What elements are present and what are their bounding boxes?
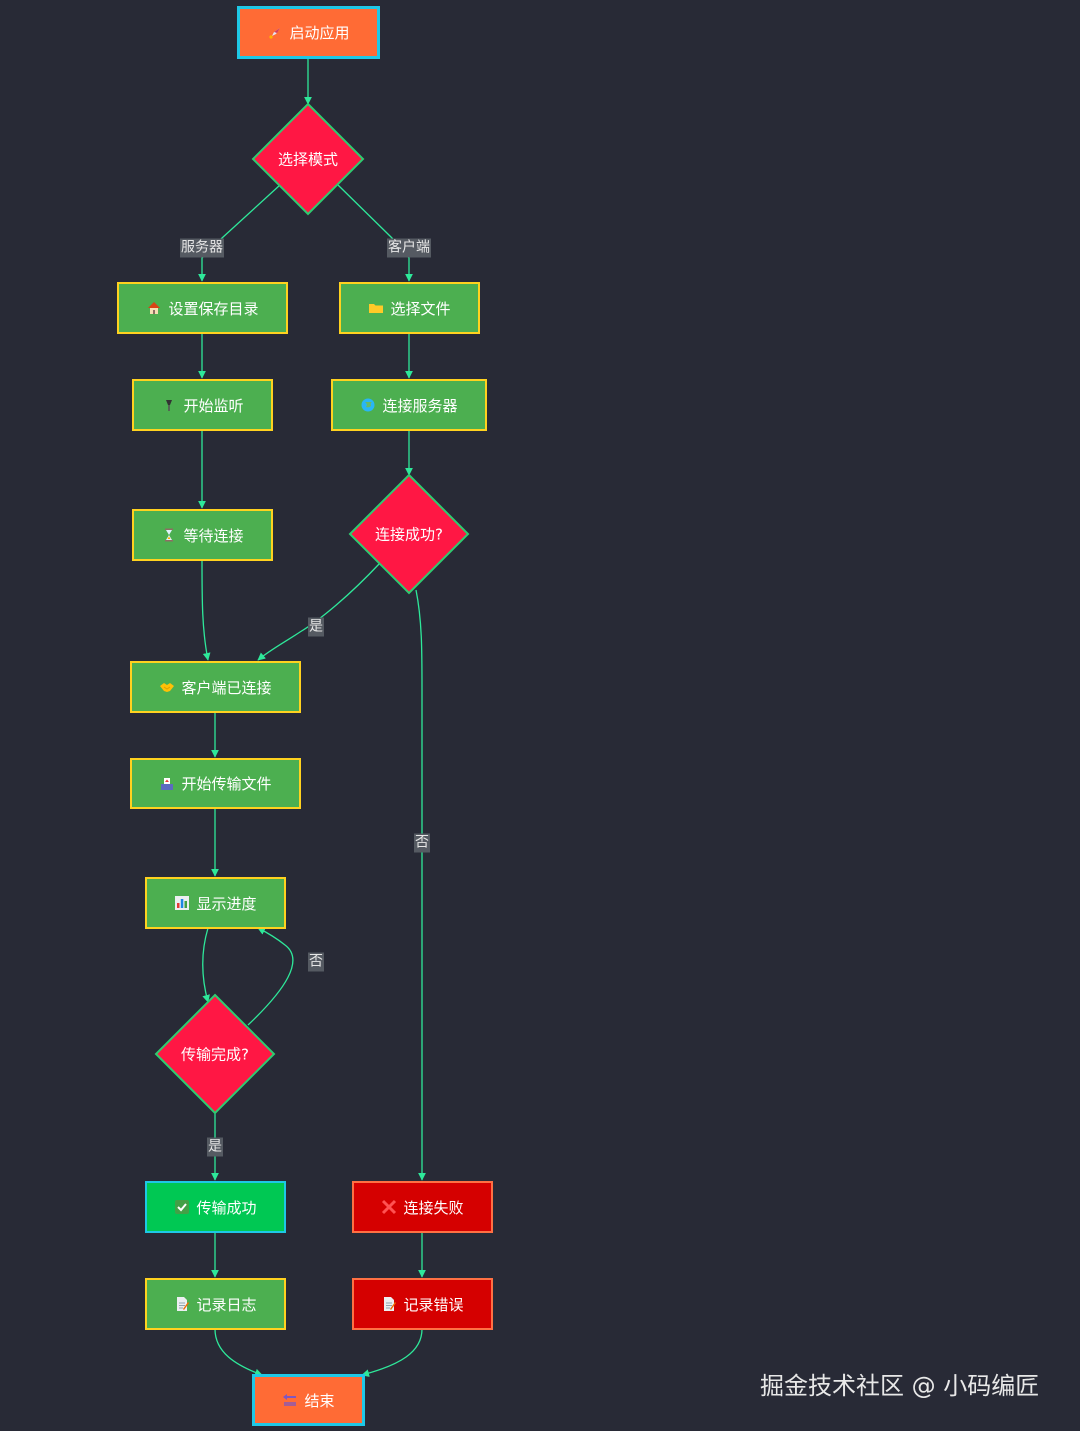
outbox-icon bbox=[159, 776, 175, 792]
node-log-record: 记录日志 bbox=[145, 1278, 286, 1330]
transfer-done-label: 传输完成? bbox=[181, 1045, 249, 1064]
node-conn-failed: 连接失败 bbox=[352, 1181, 493, 1233]
choose-mode-label: 选择模式 bbox=[277, 150, 339, 169]
handshake-icon bbox=[159, 679, 175, 695]
node-log-error: 记录错误 bbox=[352, 1278, 493, 1330]
node-wait-conn: 等待连接 bbox=[132, 509, 273, 561]
globe-icon bbox=[360, 397, 376, 413]
check-icon bbox=[174, 1199, 190, 1215]
node-start-listen-label: 开始监听 bbox=[183, 396, 244, 415]
end-arrow-icon bbox=[282, 1392, 298, 1408]
antenna-icon bbox=[161, 397, 177, 413]
memo-icon bbox=[381, 1296, 397, 1312]
cross-icon bbox=[381, 1199, 397, 1215]
decision-conn-ok bbox=[348, 473, 470, 595]
node-wait-conn-label: 等待连接 bbox=[183, 526, 244, 545]
edge-logerr-to-end bbox=[361, 1328, 423, 1377]
node-transfer-success-label: 传输成功 bbox=[196, 1198, 257, 1217]
node-select-file-label: 选择文件 bbox=[390, 299, 451, 318]
edge-connok-no bbox=[415, 589, 426, 1181]
node-show-progress: 显示进度 bbox=[145, 877, 286, 929]
edge-log-to-end bbox=[214, 1328, 263, 1377]
edge-wait-to-clientconn bbox=[201, 559, 211, 661]
edge-progress-to-done bbox=[202, 927, 210, 1003]
node-end: 结束 bbox=[252, 1374, 365, 1426]
edge-label-yes-transfer: 是 bbox=[207, 1137, 223, 1157]
node-start: 启动应用 bbox=[237, 6, 380, 59]
node-start-transfer: 开始传输文件 bbox=[130, 758, 301, 809]
edge-label-yes-conn: 是 bbox=[308, 617, 324, 637]
node-connect-server-label: 连接服务器 bbox=[382, 396, 458, 415]
edge-label-no-conn: 否 bbox=[414, 833, 430, 853]
rocket-icon bbox=[267, 25, 283, 41]
house-icon bbox=[146, 300, 162, 316]
node-transfer-success: 传输成功 bbox=[145, 1181, 286, 1233]
edge-done-no-loop bbox=[247, 927, 294, 1026]
node-client-connected-label: 客户端已连接 bbox=[181, 678, 272, 697]
watermark: 掘金技术社区 @ 小码编匠 bbox=[760, 1372, 1040, 1400]
decision-transfer-done bbox=[154, 993, 276, 1115]
edge-mode-to-selectfile bbox=[337, 184, 413, 282]
edge-mode-to-savedir bbox=[198, 184, 281, 282]
node-start-label: 启动应用 bbox=[289, 24, 350, 42]
node-set-save-dir-label: 设置保存目录 bbox=[168, 299, 259, 318]
node-select-file: 选择文件 bbox=[339, 282, 480, 334]
conn-ok-label: 连接成功? bbox=[375, 525, 443, 544]
node-start-listen: 开始监听 bbox=[132, 379, 273, 431]
node-show-progress-label: 显示进度 bbox=[196, 894, 257, 913]
hourglass-icon bbox=[161, 527, 177, 543]
node-log-record-label: 记录日志 bbox=[196, 1295, 257, 1314]
node-log-error-label: 记录错误 bbox=[403, 1295, 464, 1314]
node-conn-failed-label: 连接失败 bbox=[403, 1198, 464, 1217]
edge-label-no-transfer: 否 bbox=[308, 952, 324, 972]
node-start-transfer-label: 开始传输文件 bbox=[181, 775, 272, 793]
bar-chart-icon bbox=[174, 895, 190, 911]
node-end-label: 结束 bbox=[304, 1391, 335, 1410]
folder-icon bbox=[368, 300, 384, 316]
edge-label-server: 服务器 bbox=[180, 238, 224, 258]
node-set-save-dir: 设置保存目录 bbox=[117, 282, 288, 334]
node-connect-server: 连接服务器 bbox=[331, 379, 487, 431]
memo-icon bbox=[174, 1296, 190, 1312]
edge-connok-yes bbox=[257, 562, 381, 661]
decision-choose-mode bbox=[251, 102, 365, 216]
node-client-connected: 客户端已连接 bbox=[130, 661, 301, 713]
edge-label-client: 客户端 bbox=[387, 238, 431, 258]
